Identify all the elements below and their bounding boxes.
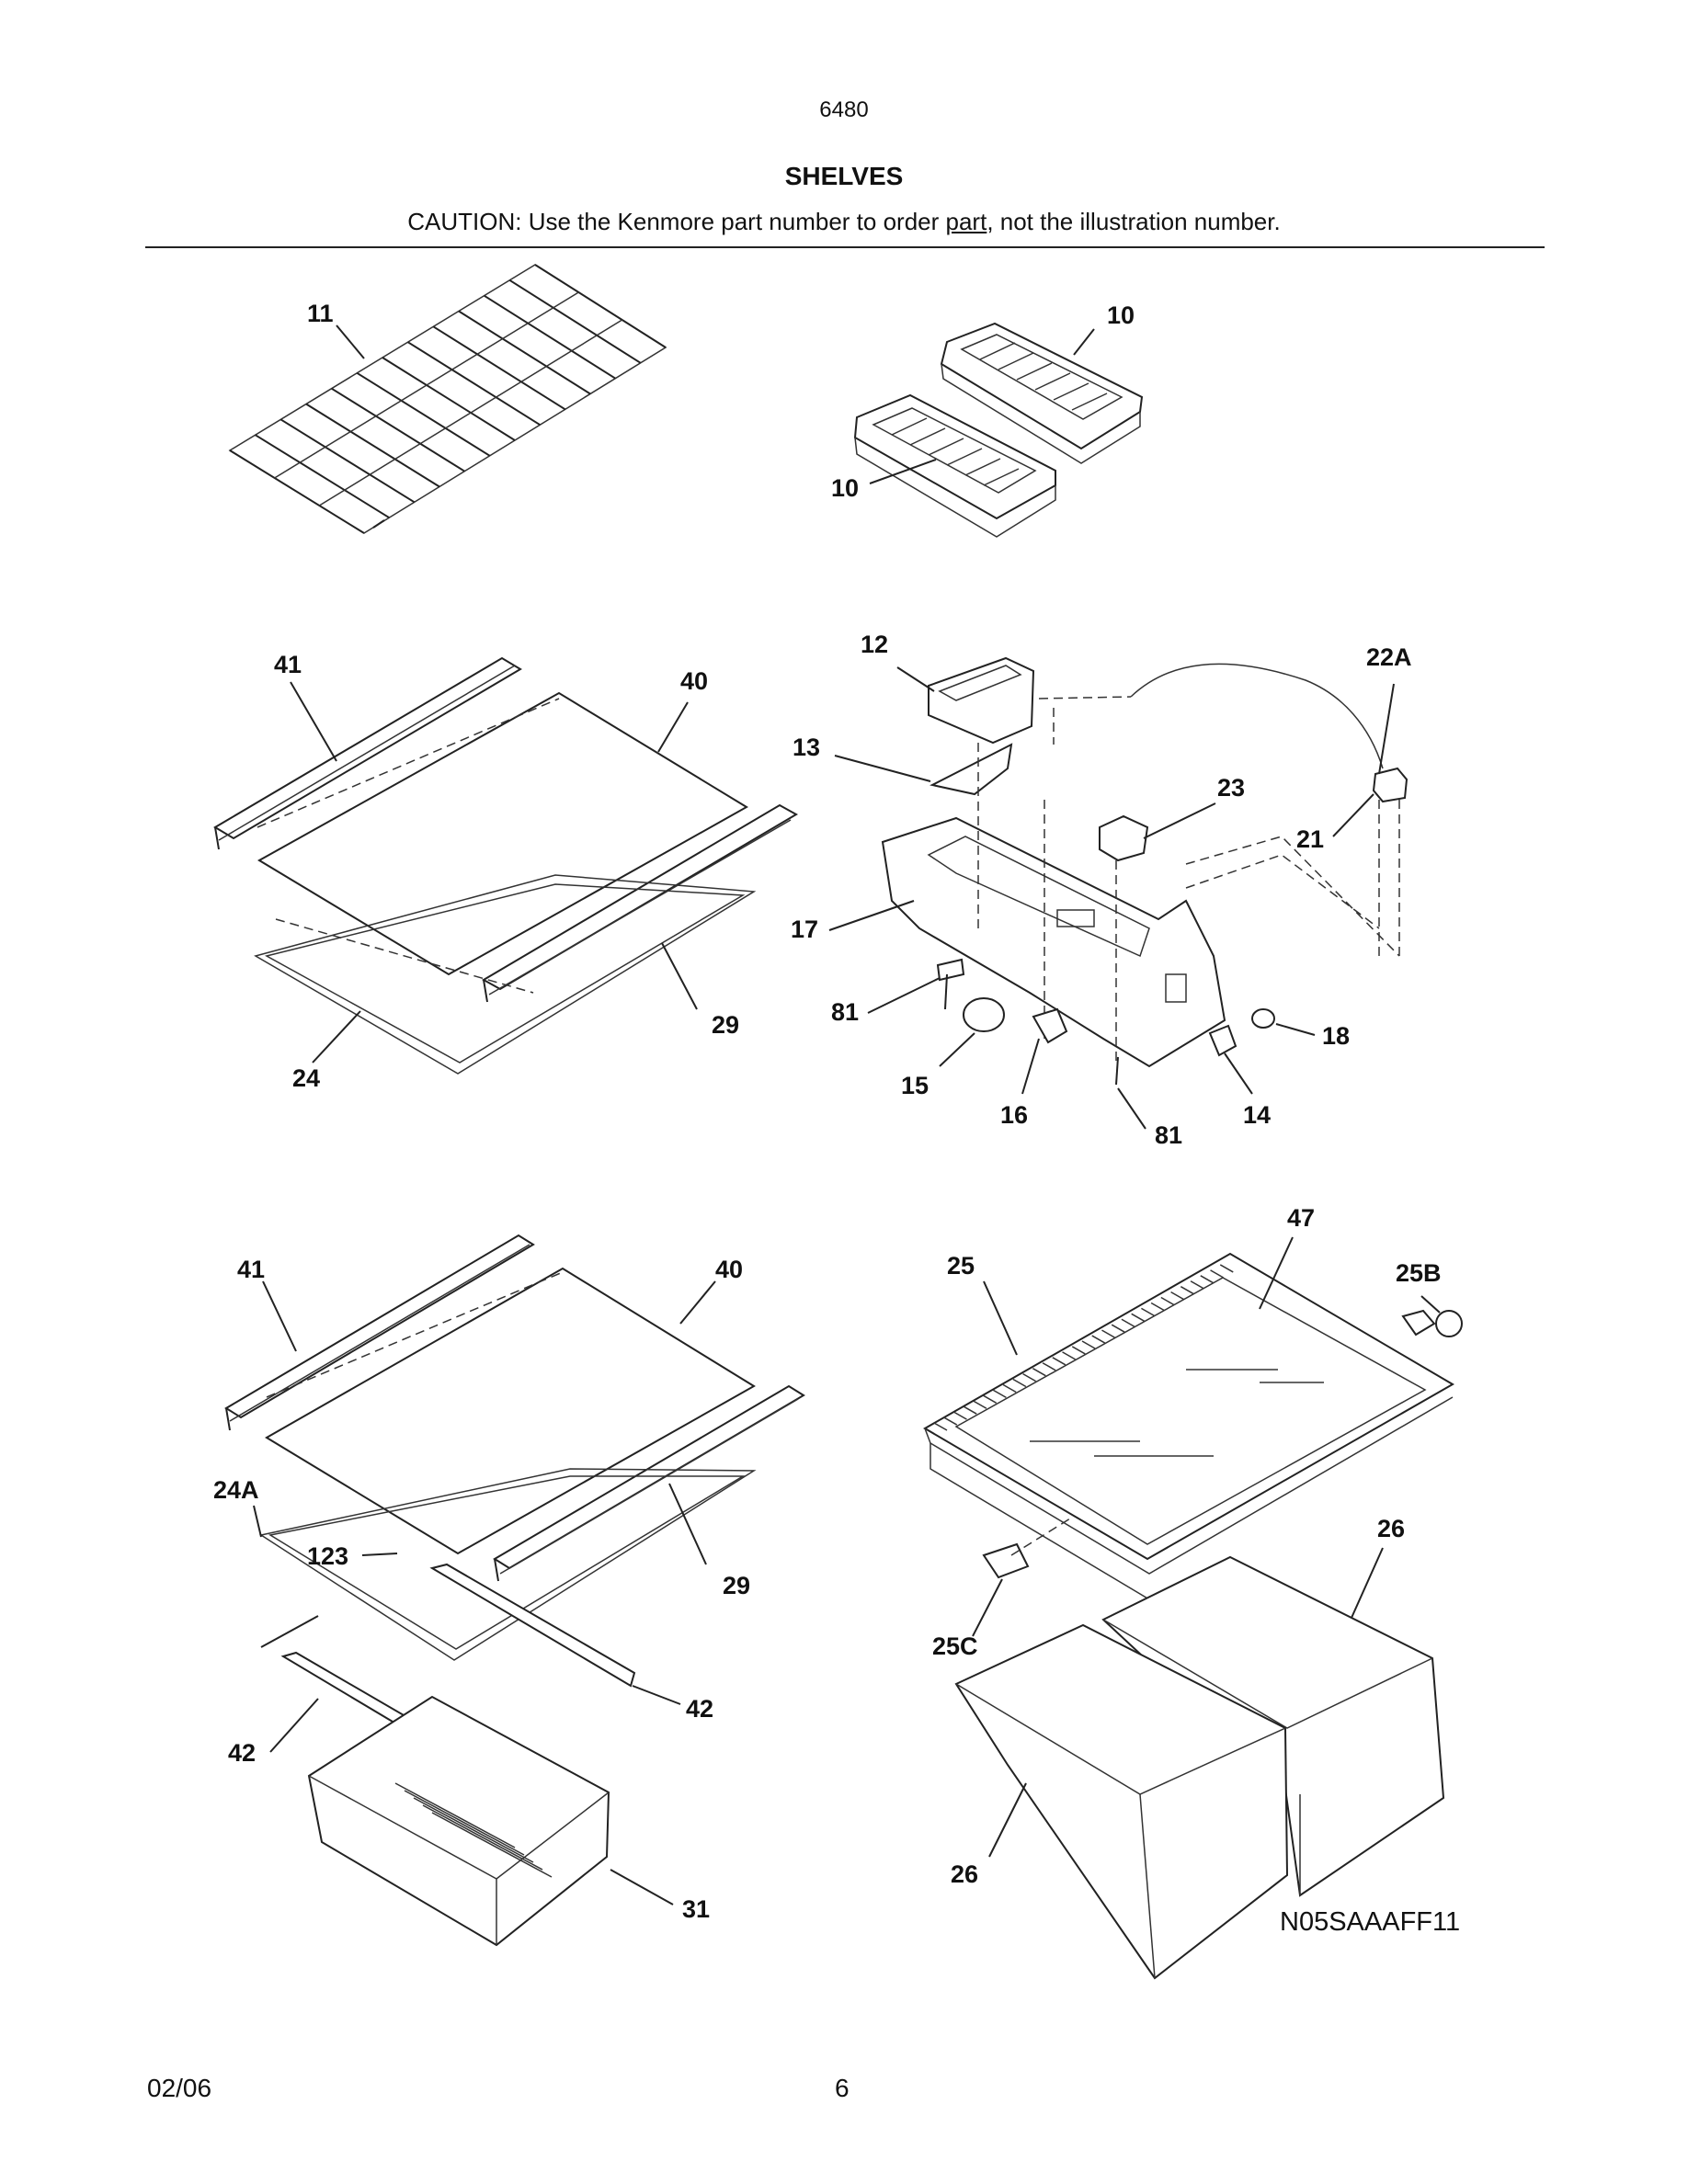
callout-31: 31	[682, 1895, 710, 1923]
ice-tray-lower	[853, 393, 1056, 538]
diagram-code: N05SAAAFF11	[1280, 1907, 1460, 1937]
callout-42-left: 42	[228, 1739, 256, 1767]
callout-labels: 11 10 10 41 40 29 24 12 22A 13 23 21 17 …	[213, 300, 1460, 1937]
callout-42-right: 42	[686, 1695, 713, 1723]
callout-12: 12	[861, 631, 888, 658]
callout-17: 17	[791, 916, 818, 943]
section-title: SHELVES	[784, 162, 904, 190]
callout-10-lower: 10	[831, 474, 859, 502]
shelf-assembly-lower	[224, 1234, 805, 1947]
callout-25C: 25C	[932, 1632, 978, 1660]
callout-40-lower: 40	[715, 1256, 743, 1283]
callout-21: 21	[1296, 825, 1324, 853]
caution-suffix: , not the illustration number.	[987, 208, 1281, 235]
callout-26-upper: 26	[1377, 1515, 1405, 1542]
callout-47: 47	[1287, 1204, 1315, 1232]
callout-40-upper: 40	[680, 667, 708, 695]
callout-22A: 22A	[1366, 643, 1412, 671]
leader-lines	[253, 324, 1441, 1905]
caution-underlined-word: part	[945, 208, 987, 235]
callout-13: 13	[793, 734, 820, 761]
callout-24A: 24A	[213, 1476, 259, 1504]
callout-123: 123	[307, 1542, 348, 1570]
callout-23: 23	[1217, 774, 1245, 802]
callout-25: 25	[947, 1252, 975, 1280]
callout-29-lower: 29	[723, 1572, 750, 1599]
callout-18: 18	[1322, 1022, 1350, 1050]
shelf-assembly-upper	[213, 656, 799, 1075]
callout-10-upper: 10	[1107, 301, 1135, 329]
callout-15: 15	[901, 1072, 929, 1099]
callout-11: 11	[307, 300, 334, 327]
callout-41-upper: 41	[274, 651, 302, 678]
callout-16: 16	[1000, 1101, 1028, 1129]
callout-24: 24	[292, 1064, 320, 1092]
wire-shelf-rack	[228, 264, 667, 534]
caution-note: CAUTION: Use the Kenmore part number to …	[0, 208, 1688, 236]
callout-81-right: 81	[1155, 1121, 1182, 1149]
callout-41-lower: 41	[237, 1256, 265, 1283]
footer-date: 02/06	[147, 2074, 212, 2102]
ice-tray-upper	[940, 322, 1144, 464]
header-divider	[145, 246, 1545, 248]
page-number: 6	[835, 2074, 850, 2102]
caution-prefix: CAUTION: Use the Kenmore part number to …	[407, 208, 946, 235]
control-housing-assembly	[881, 656, 1409, 1086]
callout-25B: 25B	[1396, 1259, 1442, 1287]
callout-29-upper: 29	[712, 1011, 739, 1039]
callout-14: 14	[1243, 1101, 1271, 1129]
callout-26-lower: 26	[951, 1860, 978, 1888]
callout-81-left: 81	[831, 998, 859, 1026]
crisper-cover-and-drawers	[923, 1252, 1463, 1980]
model-number: 6480	[819, 97, 869, 122]
